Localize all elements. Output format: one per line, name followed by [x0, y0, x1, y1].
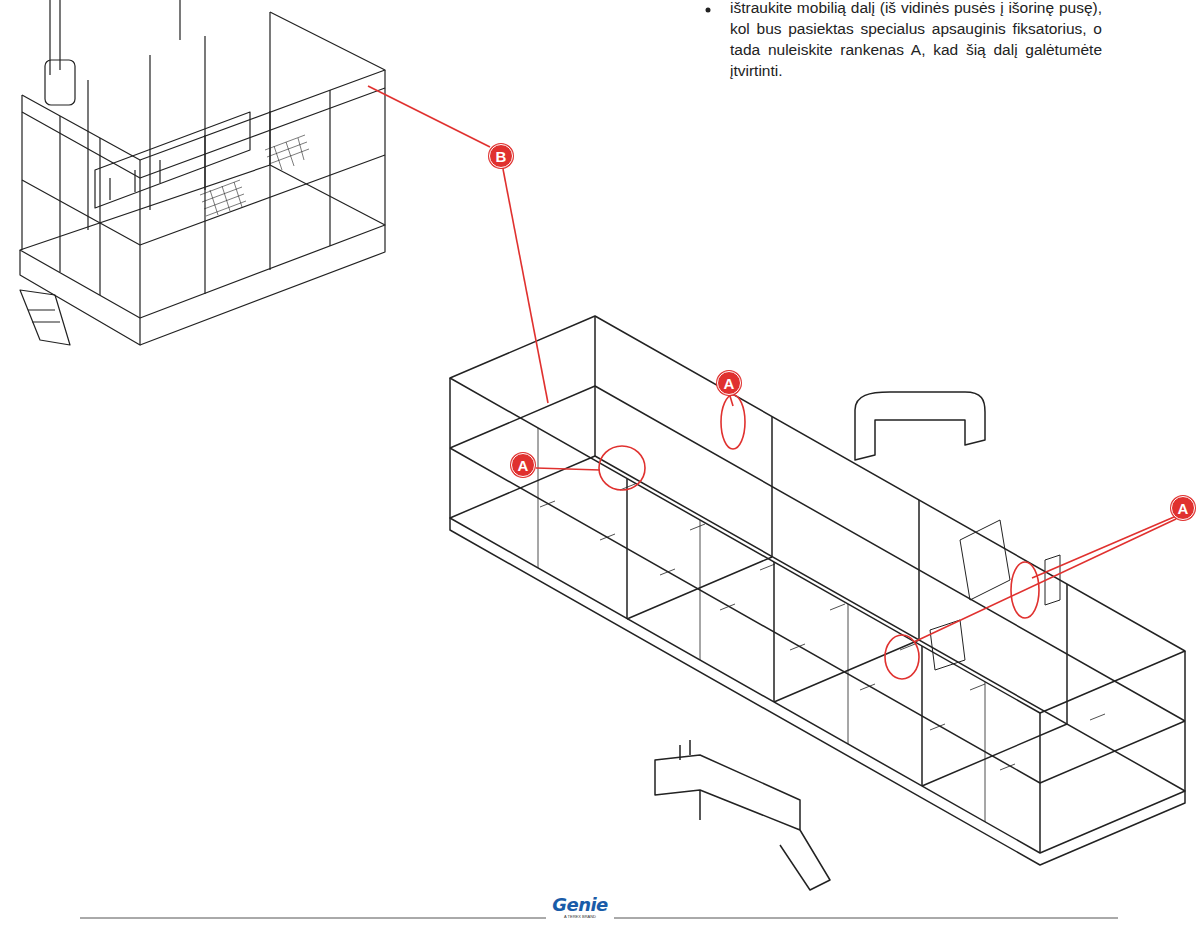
brand-logo: GenieA TEREX BRAND [548, 896, 612, 919]
brand-tagline: A TEREX BRAND [548, 914, 612, 919]
brand-name: Genie [548, 896, 612, 914]
callout-letter: A [511, 453, 535, 477]
callout-letter: A [1171, 496, 1195, 520]
callout-text: A [518, 458, 529, 473]
callout-letter: A [717, 371, 741, 395]
callout-text: A [724, 376, 735, 391]
callout-text: A [1178, 501, 1189, 516]
callout-text: B [496, 149, 507, 164]
instruction-text: ištraukite mobilią dalį (iš vidinės pusė… [730, 0, 1102, 81]
callout-letter: B [489, 144, 513, 168]
